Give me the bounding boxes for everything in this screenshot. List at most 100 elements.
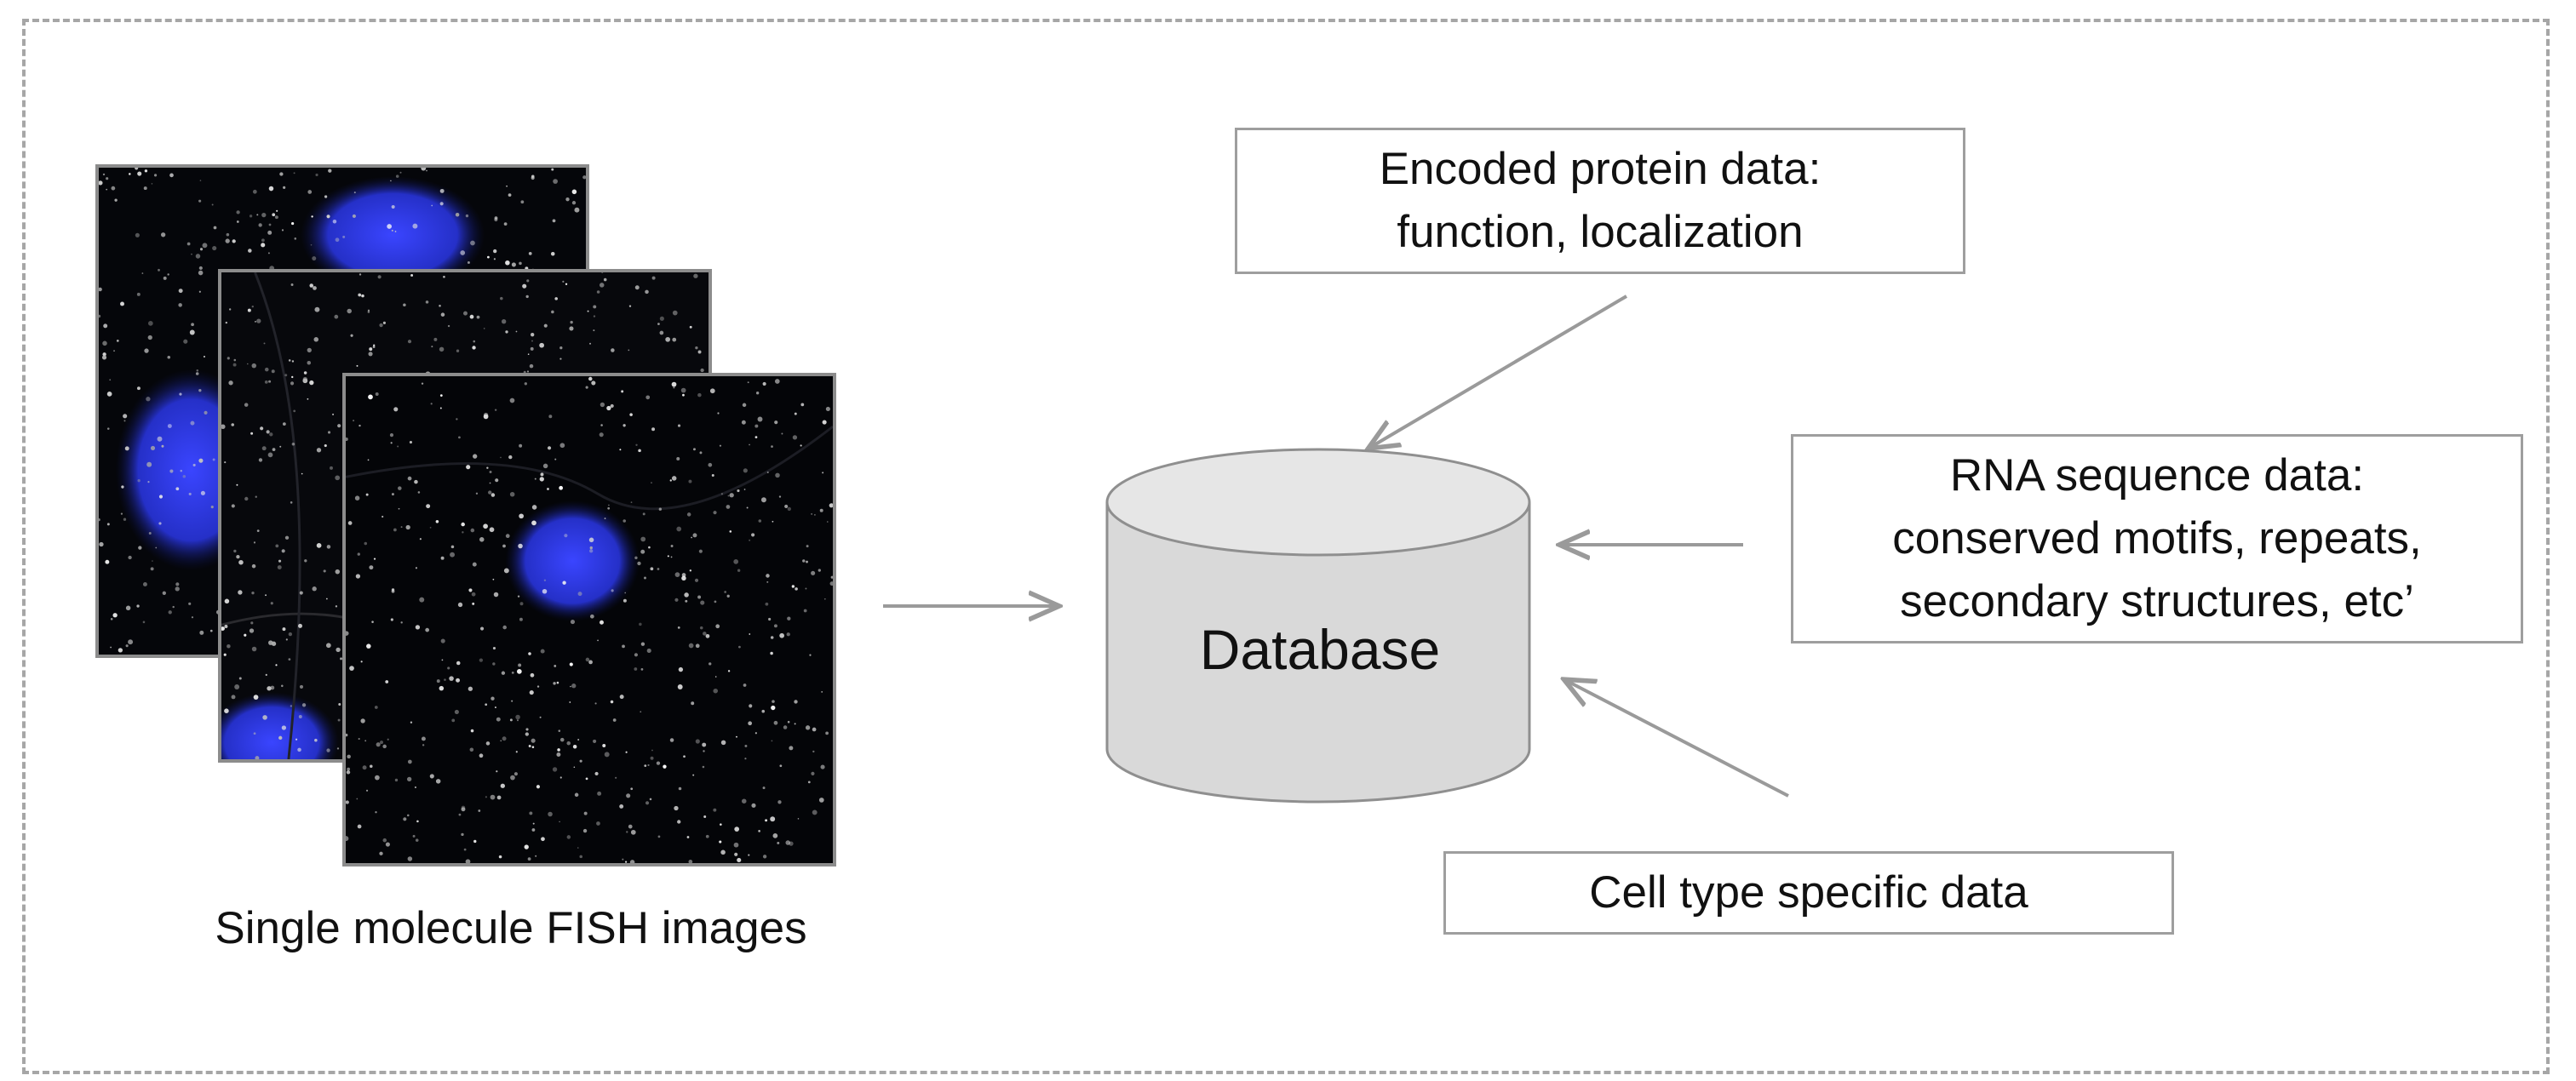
fish-spot: [440, 556, 445, 560]
fish-spot: [647, 764, 650, 766]
fish-spot: [362, 765, 367, 770]
fish-spot: [102, 352, 106, 357]
fish-spot: [777, 800, 782, 804]
fish-spot: [456, 349, 460, 352]
fish-spot: [527, 857, 531, 861]
fish-spot: [422, 744, 425, 746]
fish-spot: [787, 720, 790, 724]
fish-spot: [111, 186, 116, 191]
fish-spot: [470, 240, 475, 246]
fish-spot: [657, 835, 661, 838]
fish-spot: [336, 647, 341, 653]
fish-spot: [110, 646, 112, 649]
fish-spot: [519, 602, 524, 606]
fish-spot: [223, 653, 227, 656]
fish-spot: [462, 531, 464, 534]
fish-spot: [266, 430, 270, 434]
fish-spot: [622, 598, 627, 603]
fish-spot: [365, 493, 369, 496]
fish-spot: [737, 569, 741, 572]
fish-spot: [354, 495, 360, 500]
fish-spot: [597, 639, 599, 642]
fish-spot: [569, 701, 571, 703]
fish-spot: [431, 346, 433, 348]
fish-spot: [670, 545, 674, 547]
fish-spot: [366, 643, 371, 649]
fish-spot: [256, 529, 260, 533]
fish-spot: [175, 487, 180, 491]
fish-spot: [180, 469, 183, 472]
fish-spot: [539, 477, 544, 482]
fish-spot: [377, 275, 382, 279]
fish-spot: [559, 443, 565, 449]
fish-spot: [167, 273, 169, 276]
fish-spot: [369, 347, 373, 352]
fish-spot: [431, 204, 433, 207]
fish-spot: [283, 186, 286, 189]
fish-spot: [570, 620, 576, 625]
fish-spot: [347, 767, 351, 771]
fish-spot: [737, 857, 742, 863]
fish-spot: [335, 475, 341, 481]
fish-spot: [99, 518, 100, 522]
fish-spot: [258, 458, 263, 462]
fish-spot: [519, 617, 523, 621]
fish-spot: [399, 171, 402, 174]
fish-spot: [630, 501, 633, 504]
fish-spot: [360, 661, 363, 663]
fish-spot: [410, 721, 413, 724]
fish-spot: [350, 334, 353, 337]
fish-spot: [713, 808, 717, 812]
fish-spot: [357, 552, 360, 556]
fish-spot: [531, 520, 536, 526]
fish-spot: [789, 746, 794, 751]
fish-spot: [496, 795, 502, 800]
fish-spot: [574, 207, 580, 213]
fish-spot: [772, 520, 774, 523]
fish-spot: [268, 380, 272, 383]
fish-spot: [439, 346, 445, 352]
fish-spot: [232, 363, 237, 367]
fish-spot: [264, 380, 268, 384]
fish-spot: [390, 618, 393, 621]
fish-spot: [282, 422, 286, 426]
fish-spot: [380, 741, 383, 745]
fish-spot: [310, 243, 313, 246]
fish-spot: [500, 783, 505, 788]
fish-spot: [720, 823, 722, 826]
fish-spot: [762, 381, 766, 386]
fish-spot: [758, 519, 762, 523]
fish-spot: [231, 504, 235, 508]
fish-spot: [405, 524, 410, 530]
fish-spot: [172, 605, 175, 609]
fish-spot: [494, 706, 496, 709]
fish-spot: [688, 479, 692, 483]
fish-spot: [531, 738, 536, 743]
fish-spot: [169, 469, 174, 473]
fish-spot: [228, 380, 233, 386]
fish-spot: [369, 565, 374, 570]
fish-spot: [571, 189, 577, 195]
fish-spot: [611, 348, 615, 352]
fish-spot: [496, 717, 501, 722]
fish-spot: [569, 662, 573, 666]
fish-spot: [299, 591, 303, 595]
fish-spot: [585, 777, 588, 781]
fish-spot: [232, 239, 236, 243]
fish-spot: [556, 681, 559, 684]
fish-spot: [771, 740, 773, 742]
fish-spot: [304, 559, 307, 563]
fish-spot: [556, 752, 561, 757]
fish-spot: [600, 402, 605, 408]
fish-spot: [272, 448, 276, 451]
fish-spot: [528, 252, 532, 255]
protein-data-line-2: function, localization: [1397, 207, 1804, 257]
fish-spot: [812, 727, 817, 732]
fish-spot: [646, 648, 651, 654]
fish-spot: [501, 671, 506, 675]
fish-spot: [543, 323, 548, 328]
fish-spot: [179, 392, 182, 396]
fish-spot: [469, 314, 474, 319]
fish-spot: [367, 309, 370, 312]
fish-spot: [161, 444, 164, 448]
